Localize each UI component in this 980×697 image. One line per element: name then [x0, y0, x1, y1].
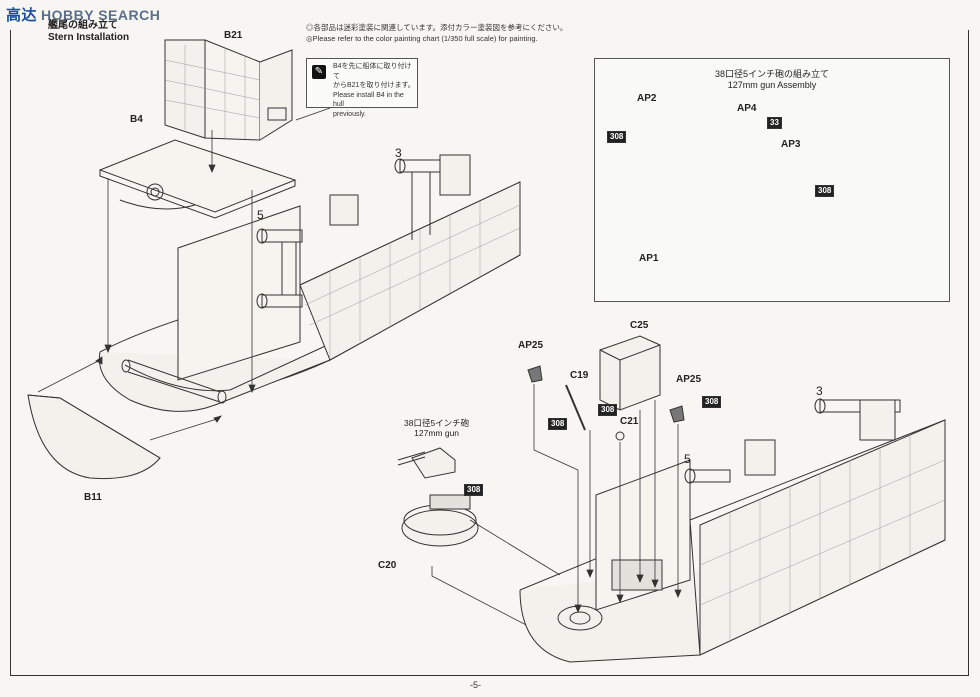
label-c25: C25: [630, 320, 649, 331]
part-b11: [27, 394, 161, 480]
gun-caption: 38口径5インチ砲 127mm gun: [404, 418, 469, 438]
gun-assembly-inset: 38口径5インチ砲の組み立て 127mm gun Assembly AP2 AP…: [594, 58, 950, 302]
label-c20: C20: [378, 560, 397, 571]
label-c21: C21: [620, 416, 639, 427]
left-margin-line: [10, 30, 11, 675]
logo-text: HOBBY SEARCH: [41, 6, 161, 23]
frame-number: 5: [257, 208, 264, 222]
label-b11: B11: [84, 492, 102, 503]
color-code-badge: 308: [815, 185, 835, 197]
small-gun: [397, 447, 456, 479]
right-margin-line: [968, 30, 969, 675]
label-ap1: AP1: [639, 253, 659, 264]
install-order-text: B4を先に船体に取り付けて からB21を取り付けます。 Please insta…: [333, 62, 415, 119]
gun-caption-jp: 38口径5インチ砲: [404, 418, 470, 428]
bottom-margin-line: [10, 675, 969, 676]
watermark-logo: 高达 HOBBY SEARCH: [6, 4, 160, 25]
page-number: -5-: [470, 680, 481, 690]
logo-mark: 高达: [6, 6, 38, 24]
note-box-en-2: previously.: [333, 110, 366, 118]
step-title-en: Stern Installation: [48, 32, 130, 43]
note-line-jp: ◎各部品は迷彩塗装に関連しています。添付カラー塗装図を参考にください。: [306, 23, 568, 32]
color-code-badge: 308: [607, 131, 627, 143]
label-ap3: AP3: [781, 139, 801, 150]
label-b4: B4: [130, 114, 143, 125]
color-code-badge: 308: [548, 418, 568, 430]
note-box-en-1: Please install B4 in the hull: [333, 91, 404, 109]
color-code-badge: 308: [702, 396, 722, 408]
color-code-badge: 308: [464, 484, 484, 496]
label-b21: B21: [224, 30, 243, 41]
step-title: 艦尾の組み立て Stern Installation: [48, 20, 129, 44]
part-c20: [401, 494, 479, 547]
label-ap25-right: AP25: [676, 374, 702, 385]
color-code-badge: 33: [767, 117, 782, 129]
inset-title: 38口径5インチ砲の組み立て 127mm gun Assembly: [595, 69, 949, 91]
painting-notes: ◎各部品は迷彩塗装に関連しています。添付カラー塗装図を参考にください。 ◎Ple…: [306, 22, 567, 44]
label-c19: C19: [570, 370, 589, 381]
gun-caption-en: 127mm gun: [414, 428, 460, 438]
part-b4: [98, 139, 297, 219]
label-ap25-left: AP25: [518, 340, 544, 351]
color-code-badge: 308: [598, 404, 618, 416]
install-order-note: ✎ B4を先に船体に取り付けて からB21を取り付けます。 Please ins…: [306, 58, 418, 118]
part-b21: [164, 39, 293, 141]
step-title-jp: 艦尾の組み立て: [48, 20, 118, 31]
note-box-jp-1: B4を先に船体に取り付けて: [333, 63, 412, 80]
inset-title-en: 127mm gun Assembly: [727, 80, 817, 90]
brush-icon: ✎: [312, 65, 326, 79]
left-hull-section: [98, 154, 521, 412]
label-ap2: AP2: [637, 93, 657, 104]
frame-number: 3: [395, 146, 402, 160]
frame-number: 5: [684, 452, 691, 466]
note-box-jp-2: からB21を取り付けます。: [333, 82, 415, 89]
note-line-en: ◎Please refer to the color painting char…: [306, 34, 538, 43]
frame-number: 3: [816, 384, 823, 398]
label-ap4: AP4: [737, 103, 757, 114]
inset-title-jp: 38口径5インチ砲の組み立て: [714, 69, 830, 79]
right-hull-section: [519, 398, 946, 663]
part-c25: [599, 335, 661, 411]
